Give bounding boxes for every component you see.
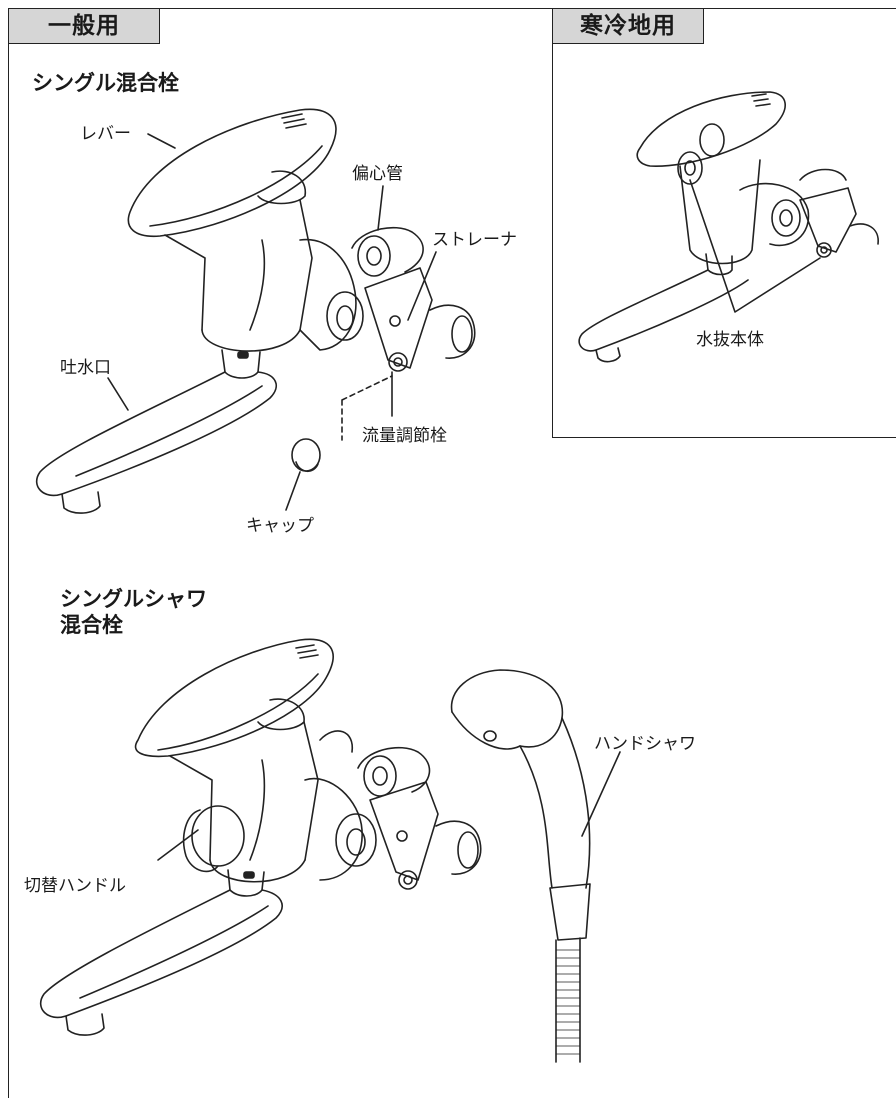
general-tab: 一般用: [8, 8, 160, 44]
cold-faucet-drawing: [579, 92, 878, 362]
faucet1-drawing: [37, 109, 475, 513]
flow-valve-label: 流量調節栓: [362, 426, 447, 446]
faucet2-drawing: [41, 639, 620, 1062]
eccentric-pipe-label: 偏心管: [352, 164, 403, 184]
lever-label: レバー: [80, 124, 131, 144]
single-lever-faucet-title: シングル混合栓: [32, 71, 179, 95]
cold-region-tab: 寒冷地用: [552, 8, 704, 44]
strainer-label: ストレーナ: [432, 230, 517, 250]
shower-faucet-title-line1: シングルシャワ: [60, 587, 207, 611]
cap-label: キャップ: [246, 516, 314, 536]
cold-region-panel: [552, 8, 896, 438]
drain-body-label: 水抜本体: [696, 330, 764, 350]
switch-handle-label: 切替ハンドル: [24, 876, 126, 896]
general-panel: [8, 8, 896, 1098]
spout-label: 吐水口: [60, 358, 111, 378]
shower-faucet-title-line2: 混合栓: [60, 613, 123, 637]
hand-shower-label: ハンドシャワ: [594, 734, 696, 754]
